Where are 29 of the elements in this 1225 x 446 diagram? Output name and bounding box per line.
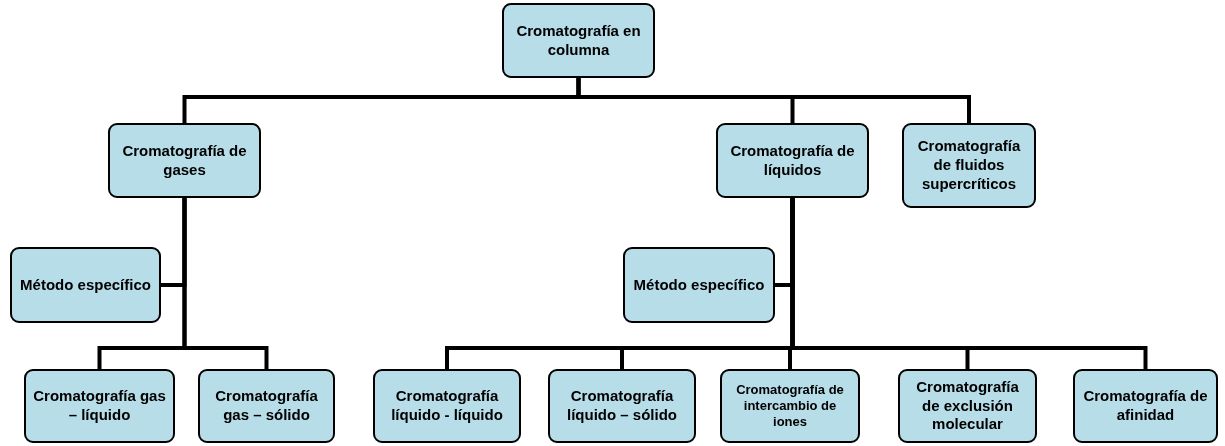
box-label: Cromatografía líquido – sólido <box>566 387 678 425</box>
box-label: Cromatografía en columna <box>515 21 642 60</box>
category-box <box>902 123 1036 208</box>
category-box <box>716 123 869 198</box>
connector-line <box>182 198 269 369</box>
box-label: Cromatografía líquido - líquido <box>390 387 504 425</box>
box-label: Método específico <box>20 275 151 295</box>
category-box <box>1073 369 1218 443</box>
box-label: Cromatografía de exclusión molecular <box>915 377 1020 435</box>
category-box <box>502 3 655 78</box>
connector-line <box>576 78 971 123</box>
box-label: Cromatografía de gases <box>121 141 248 180</box>
category-box <box>623 247 775 323</box>
category-box <box>720 369 860 443</box>
box-label: Cromatografía de líquidos <box>729 141 856 180</box>
category-box <box>108 123 261 198</box>
category-box <box>373 369 521 443</box>
category-box <box>198 369 335 443</box>
box-label: Cromatografía de fluidos supercríticos <box>916 137 1022 194</box>
category-box <box>24 369 175 443</box>
category-box <box>548 369 696 443</box>
category-box <box>898 369 1037 443</box>
box-label: Cromatografía gas – líquido <box>32 387 167 425</box>
category-box <box>10 247 161 323</box>
box-label: Cromatografía gas – sólido <box>214 387 319 425</box>
box-label: Método específico <box>633 275 765 295</box>
box-label: Cromatografía de intercambio de iones <box>735 381 845 431</box>
box-label: Cromatografía de afinidad <box>1082 387 1209 425</box>
connector-line <box>790 198 1148 369</box>
